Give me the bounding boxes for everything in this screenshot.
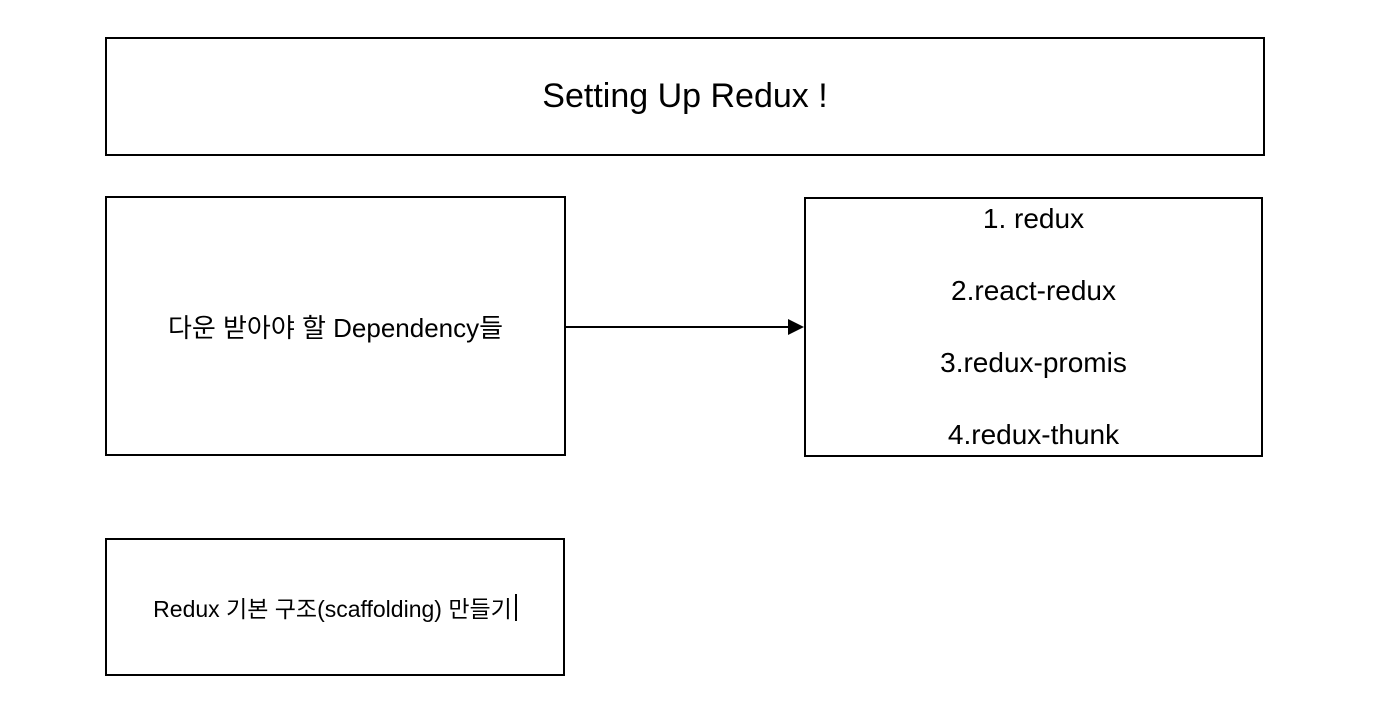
list-item-react-redux: 2.react-redux bbox=[951, 275, 1116, 306]
dependencies-box[interactable]: 다운 받아야 할 Dependency들 bbox=[105, 196, 566, 456]
text-caret bbox=[514, 593, 517, 621]
list-item-redux: 1. redux bbox=[982, 203, 1085, 234]
list-item-redux-promis: 3.redux-promis bbox=[940, 347, 1127, 378]
scaffolding-box-label: Redux 기본 구조(scaffolding) 만들기 bbox=[153, 596, 512, 622]
arrowhead-icon bbox=[788, 319, 804, 335]
title-box-label: Setting Up Redux ! bbox=[542, 77, 828, 115]
dependencies-list-box[interactable]: 1. redux 2.react-redux 3.redux-promis 4.… bbox=[804, 197, 1263, 457]
dependencies-box-label: 다운 받아야 할 Dependency들 bbox=[167, 312, 504, 343]
scaffolding-box[interactable]: Redux 기본 구조(scaffolding) 만들기 bbox=[105, 538, 565, 676]
arrow-connector[interactable] bbox=[564, 312, 806, 342]
title-box[interactable]: Setting Up Redux ! bbox=[105, 37, 1265, 156]
list-item-redux-thunk: 4.redux-thunk bbox=[947, 419, 1120, 450]
